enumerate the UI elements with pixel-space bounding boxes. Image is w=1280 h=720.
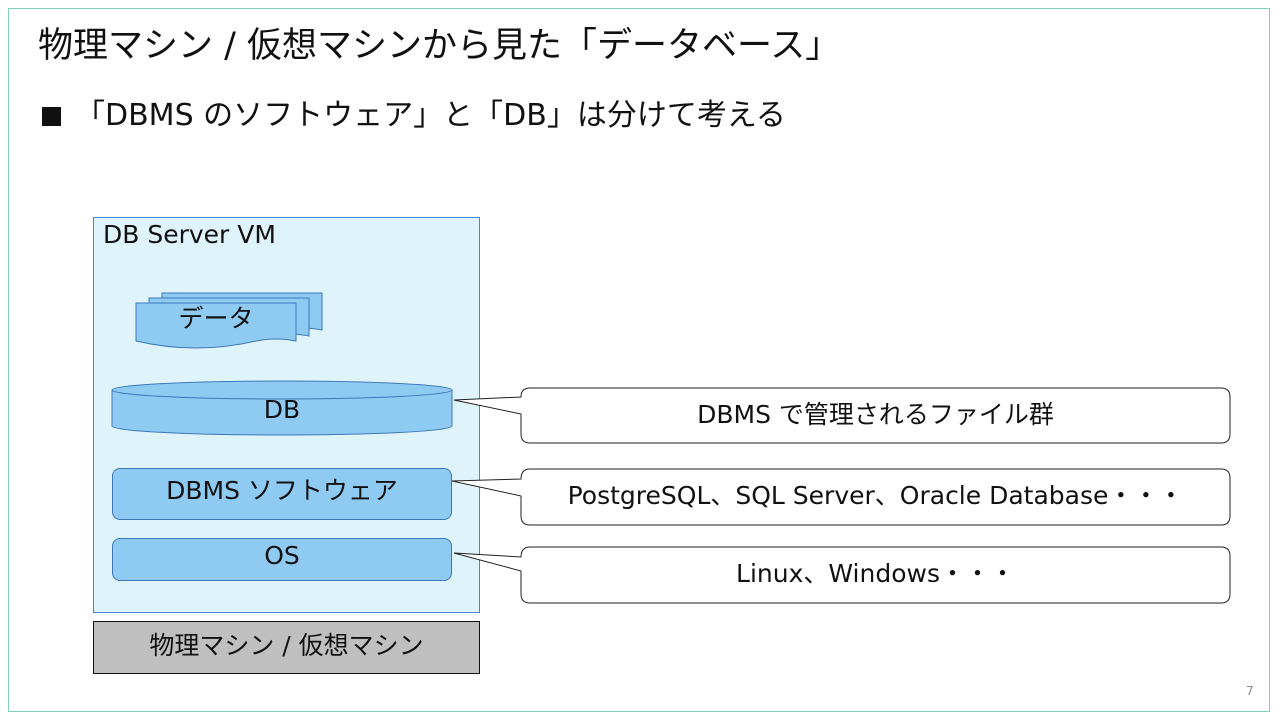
- bullet-text: 「DBMS のソフトウェア」と「DB」は分けて考える: [75, 98, 786, 133]
- vm-label: DB Server VM: [103, 220, 276, 249]
- slide-frame: [8, 8, 1270, 712]
- callout-os-shape: [453, 546, 1231, 604]
- square-bullet-icon: [42, 106, 61, 126]
- db-cylinder: [111, 380, 453, 436]
- os-layer: OS: [112, 538, 452, 581]
- callout-db-shape: [453, 387, 1231, 444]
- bullet-row: 「DBMS のソフトウェア」と「DB」は分けて考える: [42, 94, 786, 138]
- dbms-software-layer: DBMS ソフトウェア: [112, 468, 452, 520]
- db-label: DB: [263, 395, 301, 424]
- document-front: [135, 302, 297, 349]
- data-label: データ: [178, 304, 254, 333]
- callout-dbms-text: PostgreSQL、SQL Server、Oracle Database・・・: [567, 481, 1184, 510]
- callout-db-text: DBMS で管理されるファイル群: [697, 400, 1054, 429]
- callout-dbms-shape: [451, 468, 1231, 526]
- slide-title: 物理マシン / 仮想マシンから見た「データベース」: [38, 26, 841, 66]
- callout-os-text: Linux、Windows・・・: [736, 559, 1015, 588]
- page-number: 7: [1246, 684, 1254, 698]
- machine-box: 物理マシン / 仮想マシン: [93, 621, 480, 674]
- cylinder-top: [111, 380, 453, 400]
- data-documents-shape: [135, 292, 323, 349]
- cylinder-body: [111, 390, 453, 436]
